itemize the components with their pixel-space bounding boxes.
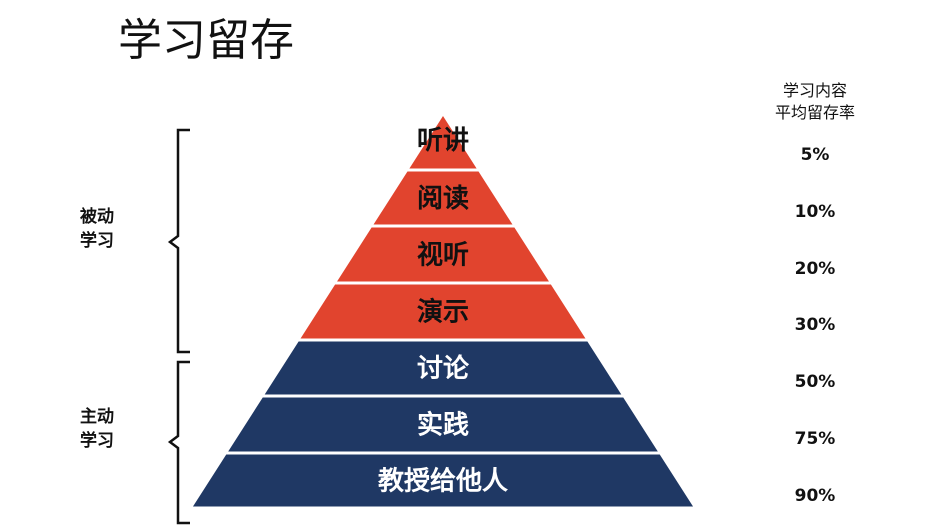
pyramid-layer (228, 397, 658, 452)
layer-label: 教授给他人 (378, 466, 508, 497)
retention-rate: 20% (794, 258, 836, 279)
active-learning-label: 主动 学习 (80, 405, 140, 453)
retention-rate: 30% (794, 315, 836, 336)
pyramid-layer (192, 454, 694, 507)
layer-label: 讨论 (417, 354, 470, 384)
passive-learning-label: 被动 学习 (80, 205, 140, 253)
active-line1: 主动 (80, 407, 114, 427)
layer-label: 演示 (417, 297, 469, 328)
passive-line1: 被动 (80, 207, 114, 227)
layer-label: 阅读 (417, 184, 469, 214)
pyramid-layer (373, 171, 513, 225)
passive-bracket (167, 128, 190, 354)
page-title: 学习留存 (118, 15, 294, 66)
retention-rate: 50% (794, 372, 836, 393)
active-line2: 学习 (80, 431, 114, 451)
pyramid-layer (300, 284, 586, 339)
retention-header: 学习内容 平均留存率 (745, 80, 885, 124)
retention-rate: 90% (794, 485, 836, 506)
layer-label: 视听 (417, 241, 469, 271)
header-line2: 平均留存率 (774, 103, 855, 122)
layer-label: 听讲 (417, 126, 469, 156)
pyramid-layer (264, 341, 622, 395)
layer-label: 实践 (417, 410, 469, 441)
pyramid-layer (337, 227, 549, 282)
retention-rate: 5% (800, 145, 830, 165)
passive-line2: 学习 (80, 231, 114, 251)
header-line1: 学习内容 (782, 81, 847, 100)
retention-rate: 10% (794, 201, 836, 222)
pyramid-layer (409, 116, 477, 169)
retention-rate: 75% (794, 429, 836, 449)
active-bracket (167, 360, 190, 525)
